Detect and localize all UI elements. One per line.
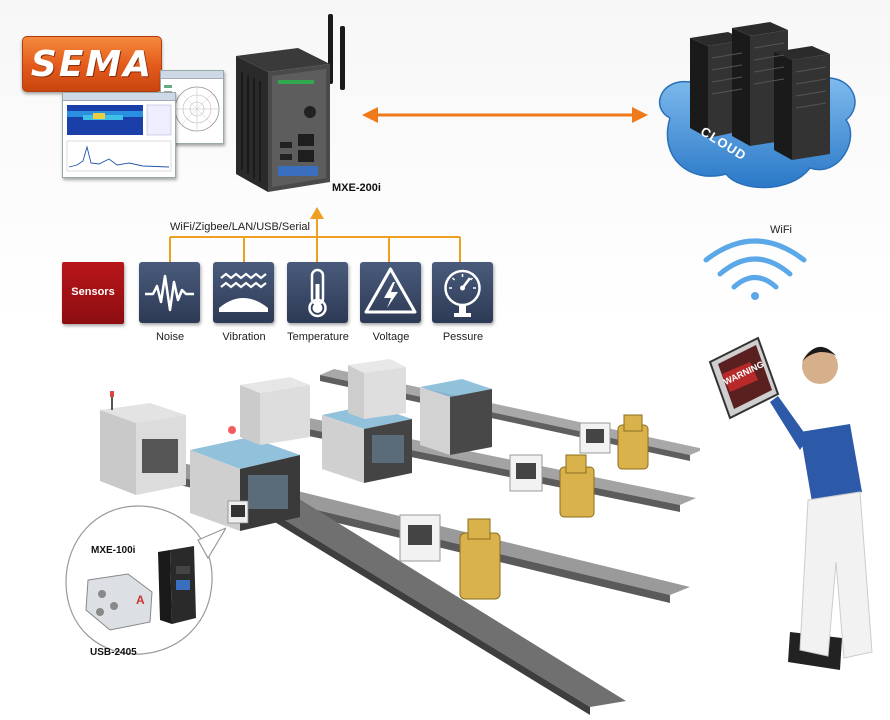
usb-2405-label: USB-2405 [90, 647, 137, 658]
pressure-label: Pessure [442, 331, 484, 343]
temperature-sensor-tile [287, 262, 348, 323]
device-callout-bubble: A [65, 505, 226, 655]
temperature-label: Temperature [287, 331, 349, 343]
wifi-label: WiFi [770, 224, 792, 236]
sensor-connector-lines [169, 207, 461, 262]
high-voltage-icon [364, 267, 417, 314]
noise-sensor-tile [139, 262, 200, 323]
software-window-spectrum [62, 92, 176, 178]
noise-waveform-icon [145, 274, 194, 312]
cloud-server-group [659, 22, 856, 189]
mxe-200i-device [236, 14, 345, 192]
voltage-label: Voltage [372, 331, 410, 343]
pressure-sensor-tile [432, 262, 493, 323]
mxe-200i-label: MXE-200i [332, 182, 381, 194]
connectivity-label: WiFi/Zigbee/LAN/USB/Serial [170, 221, 310, 233]
vibration-sensor-tile [213, 262, 274, 323]
factory-production-line [100, 359, 700, 715]
vibration-label: Vibration [222, 331, 266, 343]
bidirectional-arrow [362, 107, 648, 123]
thermometer-icon [308, 268, 327, 318]
sema-logo: SEMA [22, 36, 162, 92]
sensors-title: Sensors [71, 286, 115, 298]
sensors-category-tile: Sensors [62, 262, 124, 324]
worker-with-tablet [708, 336, 873, 670]
svg-text:A: A [136, 593, 145, 607]
spectrum-plot-icon [66, 104, 172, 172]
noise-label: Noise [155, 331, 185, 343]
mxe-100i-label: MXE-100i [91, 545, 136, 556]
pressure-gauge-icon [444, 269, 481, 317]
wifi-icon [703, 238, 807, 300]
sema-logo-text: SEMA [30, 44, 154, 85]
vibration-icon [219, 272, 268, 312]
voltage-sensor-tile [360, 262, 421, 323]
